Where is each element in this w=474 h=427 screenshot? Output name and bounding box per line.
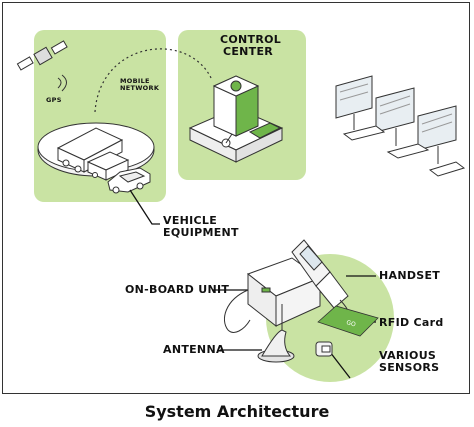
rfid-card-label: RFID Card	[379, 316, 444, 329]
van-icon	[86, 151, 130, 181]
sensor-icon	[315, 341, 333, 357]
mobile-network-label: MOBILE NETWORK	[120, 78, 159, 92]
gps-label: GPS	[46, 96, 62, 104]
various-sensors-label-line2: SENSORS	[379, 360, 440, 374]
antenna-label: ANTENNA	[163, 343, 225, 356]
vehicle-equipment-label-line1: VEHICLE	[163, 214, 218, 227]
mobile-network-link	[94, 48, 213, 113]
vehicle-equipment-label: VEHICLE EQUIPMENT	[163, 215, 239, 238]
gps-signal-icon	[57, 74, 67, 92]
monitor-workstations	[335, 75, 466, 177]
mobile-network-label-line1: MOBILE	[120, 77, 150, 85]
control-center-label-line2: CENTER	[222, 44, 274, 58]
various-sensors-label: VARIOUS SENSORS	[379, 350, 439, 373]
svg-text:GO: GO	[345, 319, 356, 328]
control-center-building	[188, 75, 284, 163]
car-icon	[107, 167, 151, 194]
control-center-label-line1: CONTROL	[220, 33, 282, 46]
control-center-label: CONTROL CENTER	[220, 33, 282, 58]
various-sensors-label-line1: VARIOUS	[379, 349, 437, 362]
figure-caption: System Architecture	[144, 402, 330, 421]
handset-icon	[291, 239, 350, 327]
on-board-unit-label: ON-BOARD UNIT	[125, 283, 230, 296]
on-board-unit-icon	[224, 257, 322, 333]
vehicle-equipment-label-line2: EQUIPMENT	[163, 225, 239, 239]
antenna-icon	[257, 304, 295, 363]
satellite-icon	[16, 40, 68, 71]
mobile-network-label-line2: NETWORK	[120, 83, 160, 92]
rfid-card-icon: GO	[317, 305, 379, 337]
handset-label: HANDSET	[379, 269, 441, 282]
